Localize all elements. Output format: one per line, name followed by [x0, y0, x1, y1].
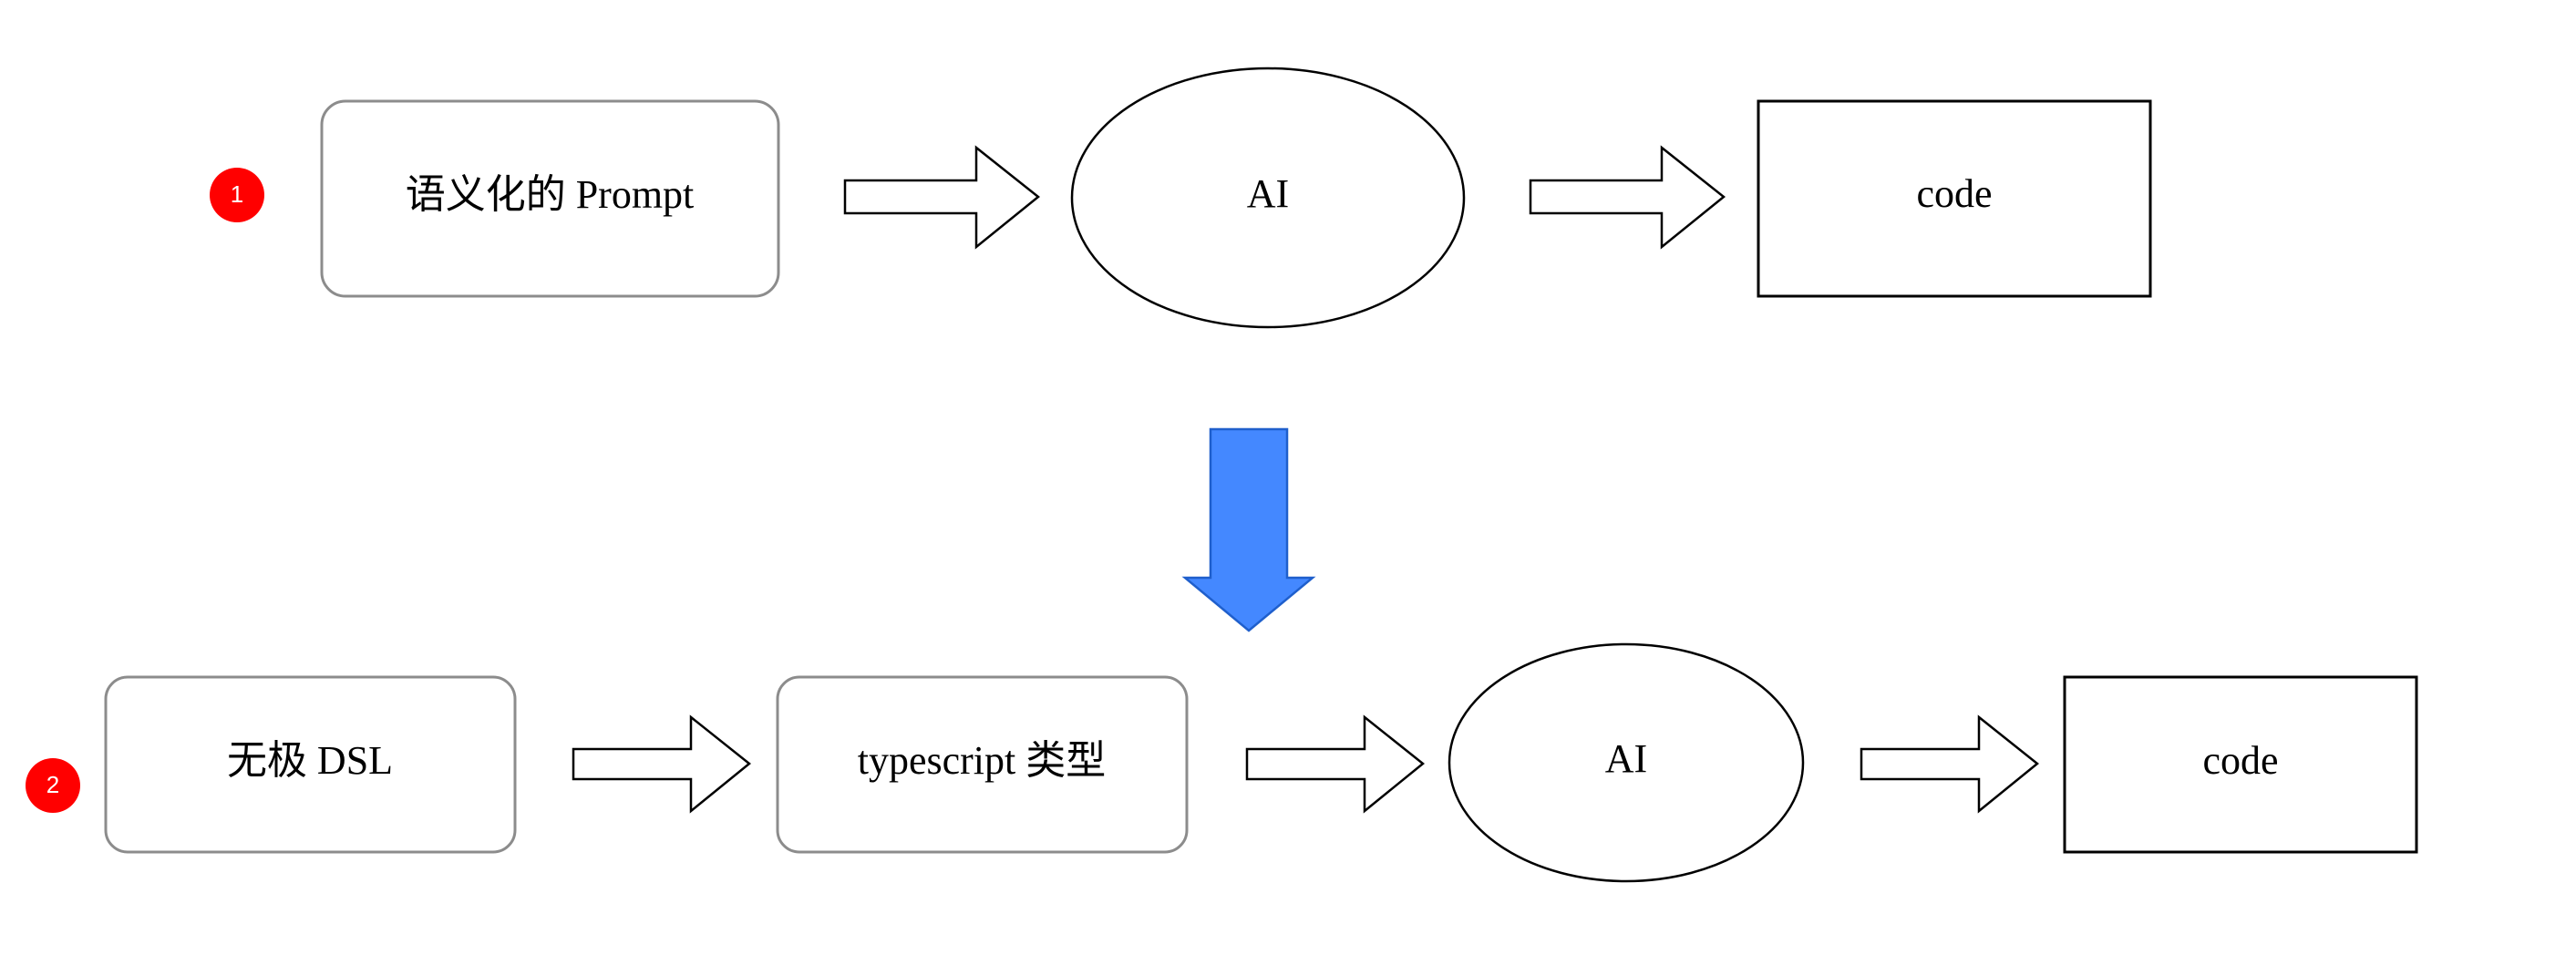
flow-arrow	[1529, 145, 1726, 250]
node-label: typescript 类型	[858, 738, 1107, 783]
node-label: 语义化的 Prompt	[406, 172, 695, 217]
node-shape-rounded-rect	[104, 675, 517, 854]
right-arrow-icon	[1529, 145, 1726, 250]
node-ai: AI	[1070, 67, 1466, 329]
node-shape-rounded-rect	[776, 675, 1189, 854]
right-arrow-icon	[843, 145, 1040, 250]
right-arrow-icon	[572, 714, 751, 814]
node-label: code	[1916, 171, 1992, 216]
node-shape-ellipse	[1448, 642, 1805, 883]
flow-arrow	[843, 145, 1040, 250]
node-code: code	[2063, 675, 2418, 854]
right-arrow-icon	[1860, 714, 2039, 814]
node-wuji-dsl: 无极 DSL	[104, 675, 517, 854]
node-code: code	[1757, 99, 2152, 298]
node-typescript-types: typescript 类型	[776, 675, 1189, 854]
badge-number: 1	[231, 180, 243, 208]
down-arrow-icon	[1181, 427, 1316, 632]
node-ai: AI	[1448, 642, 1805, 883]
node-semantic-prompt: 语义化的 Prompt	[320, 99, 780, 298]
node-shape-rect	[2063, 675, 2418, 854]
transition-arrow	[1181, 427, 1316, 632]
flow-arrow	[1860, 714, 2039, 814]
flow-arrow	[572, 714, 751, 814]
flow-2-badge: 2	[26, 758, 80, 813]
node-shape-ellipse	[1070, 67, 1466, 329]
flow-2: 2 无极 DSL typescript 类型 AI code	[26, 642, 2418, 883]
node-label: 无极 DSL	[227, 738, 393, 783]
flow-1: 1 语义化的 Prompt AI code	[210, 67, 2152, 329]
node-label: code	[2202, 738, 2278, 783]
flow-arrow	[1245, 714, 1425, 814]
right-arrow-icon	[1245, 714, 1425, 814]
badge-circle	[26, 758, 80, 813]
badge-number: 2	[46, 771, 59, 798]
node-label: AI	[1247, 171, 1289, 216]
node-label: AI	[1605, 736, 1647, 781]
node-shape-rounded-rect	[320, 99, 780, 298]
badge-circle	[210, 168, 264, 222]
node-shape-rect	[1757, 99, 2152, 298]
flow-1-badge: 1	[210, 168, 264, 222]
